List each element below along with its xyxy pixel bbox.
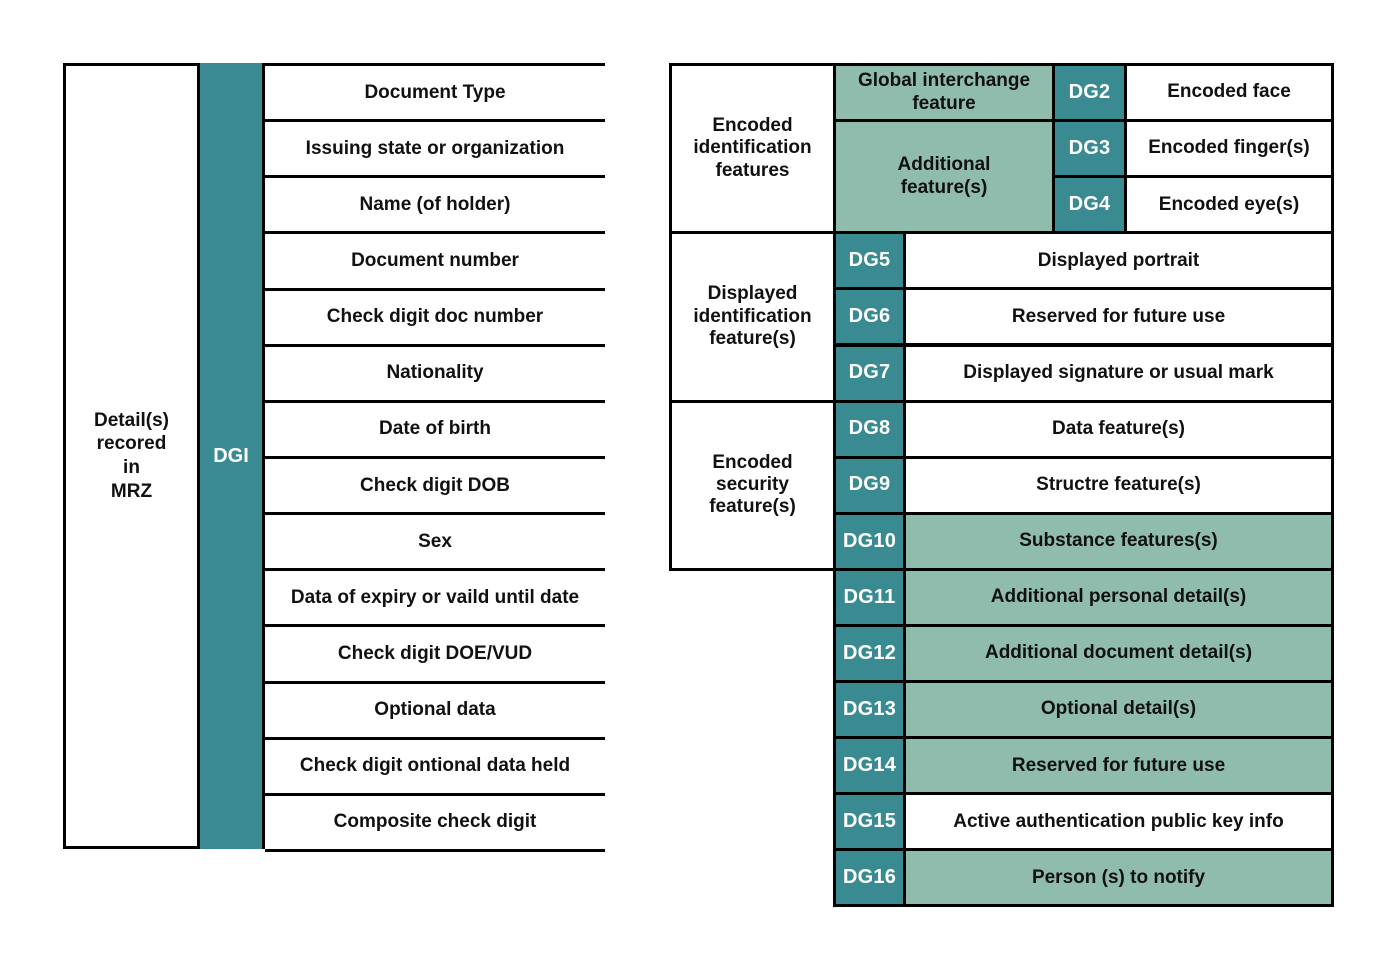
row-value-dg15: Active authentication public key info [903,792,1334,852]
row-value-dg7: Displayed signature or usual mark [903,343,1334,403]
mrz-field-row: Check digit DOE/VUD [265,624,605,684]
badge-dg10: DG10 [833,511,906,571]
row-value-dg4: Encoded eye(s) [1124,175,1334,235]
row-value-dg3: Encoded finger(s) [1124,119,1334,179]
row-value-dg13: Optional detail(s) [903,680,1334,740]
mrz-field-row: Nationality [265,343,605,403]
badge-dg14: DG14 [833,736,906,796]
badge-dg6: DG6 [833,287,906,347]
mrz-field-row: Name (of holder) [265,175,605,235]
mrz-field-row: Composite check digit [265,792,605,852]
row-value-dg14: Reserved for future use [903,736,1334,796]
section-label-2: Encoded security feature(s) [669,399,836,571]
row-value-dg16: Person (s) to notify [903,848,1334,908]
badge-dg7: DG7 [833,343,906,403]
badge-dg12: DG12 [833,624,906,684]
row-value-dg9: Structre feature(s) [903,455,1334,515]
mrz-field-row: Document Type [265,63,605,123]
badge-dg15: DG15 [833,792,906,852]
mrz-field-row: Check digit ontional data held [265,736,605,796]
mrz-field-row: Optional data [265,680,605,740]
mrz-field-row: Data of expiry or vaild until date [265,568,605,628]
dg1-group-badge: DGI [197,63,265,849]
mrz-field-row: Check digit DOB [265,456,605,516]
badge-dg5: DG5 [833,231,906,291]
badge-dg2: DG2 [1052,63,1127,123]
mrz-section-label: Detail(s) recored in MRZ [94,409,169,502]
badge-dg13: DG13 [833,680,906,740]
mrz-details-table: Detail(s) recored in MRZ DGI Document Ty… [63,63,605,852]
mrz-field-row: Check digit doc number [265,287,605,347]
badge-dg11: DG11 [833,567,906,627]
badge-dg4: DG4 [1052,175,1127,235]
section-label-1: Displayed identification feature(s) [669,231,836,403]
row-value-dg8: Data feature(s) [903,399,1334,459]
badge-dg9: DG9 [833,455,906,515]
badge-dg3: DG3 [1052,119,1127,179]
mrz-field-row: Issuing state or organization [265,119,605,179]
badge-dg16: DG16 [833,848,906,908]
row-value-dg12: Additional document detail(s) [903,624,1334,684]
section-label-0: Encoded identification features [669,63,836,235]
mrz-field-row: Document number [265,231,605,291]
row-value-dg5: Displayed portrait [903,231,1334,291]
row-value-dg10: Substance features(s) [903,511,1334,571]
row-value-dg6: Reserved for future use [903,287,1334,347]
sublabel-additional-features: Additional feature(s) [833,119,1055,235]
badge-dg8: DG8 [833,399,906,459]
mrz-field-row: Date of birth [265,399,605,459]
mrz-field-row: Sex [265,512,605,572]
row-value-dg11: Additional personal detail(s) [903,567,1334,627]
sublabel-global-interchange: Global interchange feature [833,63,1055,123]
row-value-dg2: Encoded face [1124,63,1334,123]
